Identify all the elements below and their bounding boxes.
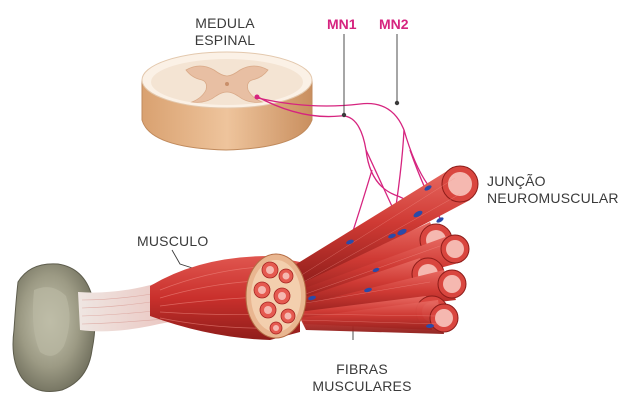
label-medula-espinal: MEDULA ESPINAL <box>184 15 266 49</box>
mn1-leader-dot <box>342 113 346 117</box>
central-canal <box>225 82 229 86</box>
muscle-cross-section <box>246 254 306 338</box>
label-juncao-line2: NEUROMUSCULAR <box>487 190 619 207</box>
label-mn1: MN1 <box>327 16 357 33</box>
label-juncao-line1: JUNÇÃO <box>487 173 619 190</box>
label-musculo: MUSCULO <box>137 233 208 250</box>
bone-highlight <box>33 287 70 356</box>
label-medula-line2: ESPINAL <box>184 32 266 49</box>
mn-cell-body <box>255 95 260 100</box>
label-mn2: MN2 <box>379 16 409 33</box>
label-medula-line1: MEDULA <box>184 15 266 32</box>
mn2-leader-dot <box>395 101 399 105</box>
label-fibras-line1: FIBRAS <box>312 361 412 378</box>
label-juncao-neuromuscular: JUNÇÃO NEUROMUSCULAR <box>487 173 619 207</box>
spinal-cord-segment <box>142 52 312 150</box>
label-fibras-line2: MUSCULARES <box>312 378 412 395</box>
muscle-fibers <box>290 166 478 334</box>
label-fibras-musculares: FIBRAS MUSCULARES <box>312 361 412 395</box>
